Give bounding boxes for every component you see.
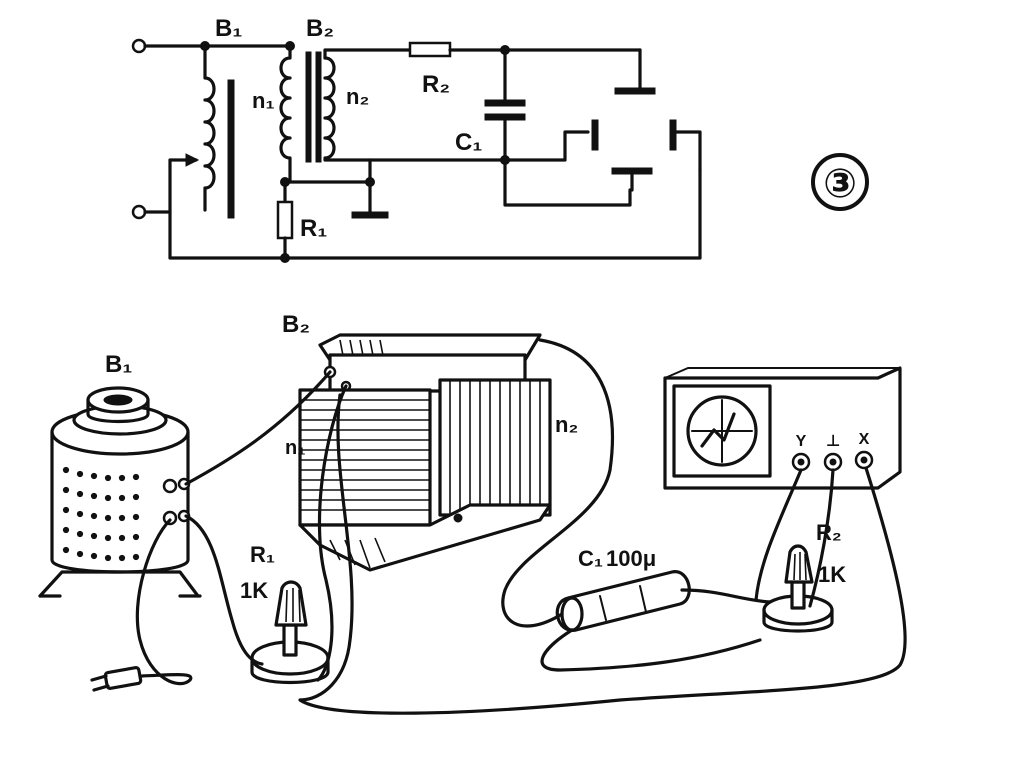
- schematic-label-c1: C₁: [455, 129, 482, 156]
- ground-symbol: [351, 211, 389, 219]
- capacitor-c1: [555, 570, 691, 632]
- junction-dot: [365, 177, 375, 187]
- wire-capacitor-bottom: [540, 628, 762, 672]
- input-terminal-top: [131, 38, 147, 54]
- wire-secondary-top: [323, 48, 412, 60]
- secondary-winding-n2: [323, 56, 507, 162]
- schematic-label-n1: n₁: [252, 88, 275, 113]
- junction-dot: [280, 177, 290, 187]
- primary-winding-n1: [279, 44, 292, 184]
- pictorial-illustration: B₁ B: [38, 311, 907, 715]
- junction-dot: [280, 253, 290, 263]
- terminal-ground-label: ⊥: [826, 433, 841, 450]
- variac-winding-texture: [62, 466, 140, 562]
- potentiometer-r2: [762, 544, 834, 633]
- input-terminal-bottom: [131, 204, 147, 220]
- variac-core: [227, 79, 235, 219]
- mains-plug: [90, 666, 143, 692]
- capacitor-c1-label: C₁: [578, 546, 603, 571]
- terminal-y-label: Y: [796, 433, 807, 450]
- schematic-label-b1: B₁: [215, 15, 242, 42]
- capacitor-c1-plate-top: [484, 99, 526, 107]
- resistor-r1-label: R₁: [250, 542, 275, 567]
- capacitor-c1-value: 100μ: [606, 546, 656, 571]
- connecting-wires: [135, 338, 907, 715]
- variac-terminal: [162, 478, 178, 494]
- wire-capacitor-to-r2: [680, 588, 772, 604]
- winding-n1-label: n₁: [285, 437, 306, 459]
- oscilloscope: [663, 366, 902, 490]
- wire-n1-bottom: [288, 158, 372, 184]
- transformer-core-right: [315, 51, 322, 163]
- wire-r2-to-y: [754, 468, 803, 602]
- transformer-b2: [298, 333, 552, 572]
- plate-top: [614, 87, 656, 95]
- variac-wiper-arrowhead: [185, 153, 200, 167]
- figure-number-circle: [811, 153, 869, 211]
- wire-variac-to-transformer: [184, 370, 332, 486]
- junction-dot: [285, 41, 295, 51]
- variac-b1-label: B₁: [105, 351, 132, 378]
- resistor-r1-symbol: [276, 200, 294, 240]
- schematic-diagram: B₁ B₂ n₁ n₂ R₂ C₁ R₁: [131, 15, 702, 263]
- transformer-b2-label: B₂: [282, 311, 310, 338]
- variac-winding: [203, 44, 216, 212]
- variac-wiper: [143, 158, 198, 214]
- wire-to-plate: [503, 130, 590, 162]
- oscilloscope-trace: [700, 412, 736, 448]
- plate-left: [591, 119, 599, 151]
- junction-dot: [500, 155, 510, 165]
- schematic-label-r1: R₁: [300, 215, 327, 242]
- variac-b1: [38, 386, 202, 598]
- wire-plate-right: [674, 130, 702, 172]
- terminal-x-label: X: [859, 431, 870, 448]
- resistor-r1-value: 1K: [240, 578, 268, 603]
- resistor-r2-value: 1K: [818, 562, 846, 587]
- resistor-r2-symbol: [408, 41, 452, 58]
- variac-feet: [38, 570, 202, 598]
- wire-left-loop: [168, 168, 702, 260]
- wire-transformer-n1-down: [298, 393, 907, 715]
- plate-right: [669, 119, 677, 151]
- wire-variac-to-plug: [135, 518, 193, 686]
- schematic-label-b2: B₂: [306, 15, 334, 42]
- winding-n2-label: n₂: [555, 412, 578, 437]
- schematic-label-r2: R₂: [422, 71, 450, 98]
- figure-number: ③: [823, 162, 857, 206]
- wire-transformer-to-capacitor: [501, 338, 615, 628]
- schematic-label-n2: n₂: [346, 84, 369, 109]
- junction-dot: [500, 45, 510, 55]
- wire-variac-to-r1: [184, 514, 264, 666]
- transformer-core-left: [305, 51, 312, 163]
- wire-r2-to-ground: [808, 468, 835, 608]
- junction-dot: [200, 41, 210, 51]
- wire-transformer-to-r1: [316, 384, 348, 682]
